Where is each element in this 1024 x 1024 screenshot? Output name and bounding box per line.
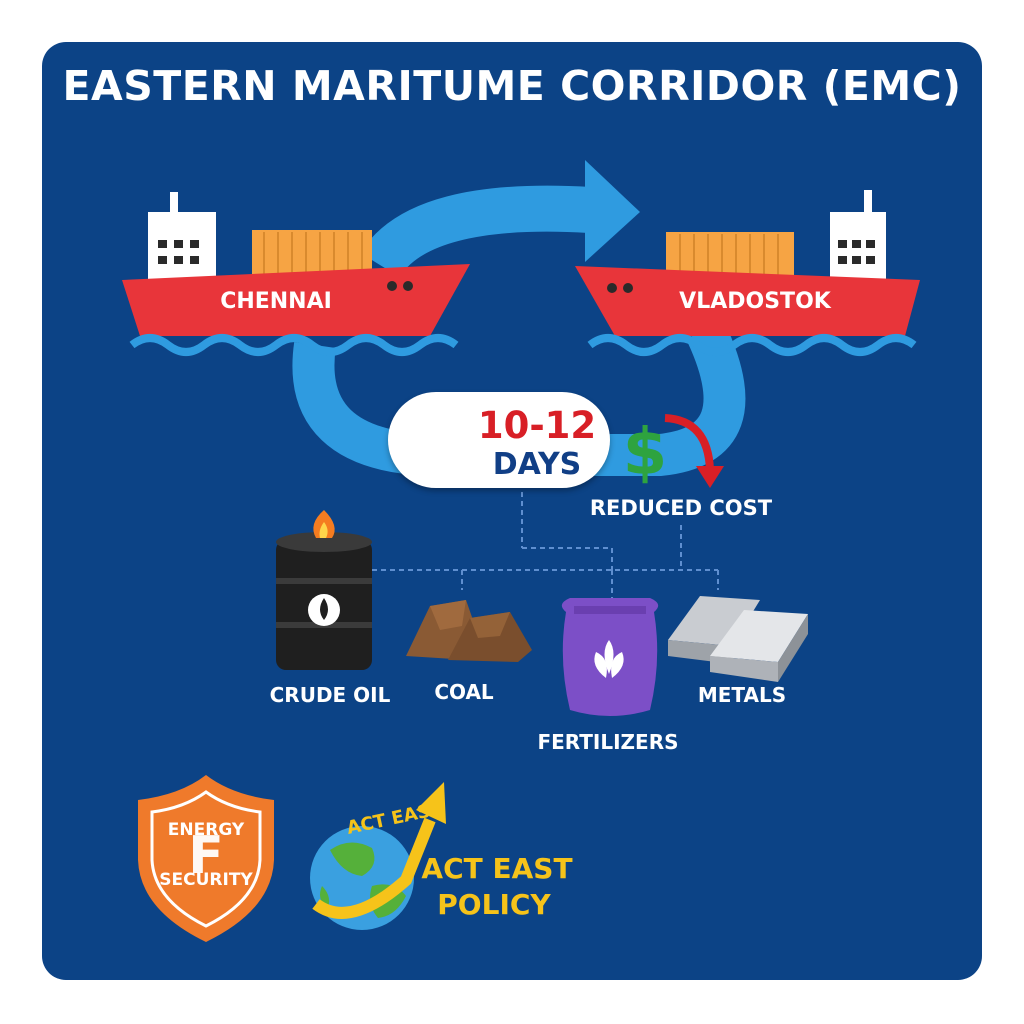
route-arrow-head (585, 160, 640, 262)
transit-time-unit: DAYS (492, 447, 582, 482)
cargo-label-coal: COAL (434, 680, 494, 704)
fertilizer-sack-icon (561, 598, 659, 716)
energy-security-letter: F (188, 826, 224, 886)
ship-label-chennai: CHENNAI (220, 289, 332, 314)
ship-vladostok (575, 190, 920, 356)
coal-pile-icon (406, 600, 532, 662)
cargo-label-metals: METALS (697, 683, 787, 707)
metal-bars-icon (668, 596, 808, 682)
ship-hull (122, 264, 470, 336)
energy-security-line2: SECURITY (159, 870, 253, 890)
ship-hull (575, 266, 920, 336)
water-waves (587, 334, 917, 356)
cargo-connectors (372, 492, 719, 598)
energy-security-line1: ENERGY (167, 820, 245, 840)
water-waves (129, 334, 459, 356)
oil-barrel-icon (276, 510, 372, 670)
act-east-policy-line2: POLICY (437, 888, 551, 921)
svg-text:$: $ (623, 416, 668, 490)
transit-time-badge (388, 392, 610, 488)
dollar-down-arrow-icon: $ (623, 414, 724, 490)
route-arrow-top (360, 185, 592, 279)
cargo-label-fertilizers: FERTILIZERS (537, 730, 679, 754)
shield-icon (138, 775, 274, 942)
cargo-label-crude-oil: CRUDE OIL (269, 683, 391, 707)
reduced-cost-label: REDUCED COST (589, 496, 773, 520)
ship-chennai (122, 192, 470, 356)
page-title: EASTERN MARITUME CORRIDOR (EMC) (62, 62, 962, 110)
ship-label-vladostok: VLADOSTOK (679, 289, 831, 314)
act-east-policy-line1: ACT EAST (421, 852, 573, 885)
transit-time-range: 10-12 (477, 404, 597, 447)
globe-arrow-icon (310, 782, 446, 930)
